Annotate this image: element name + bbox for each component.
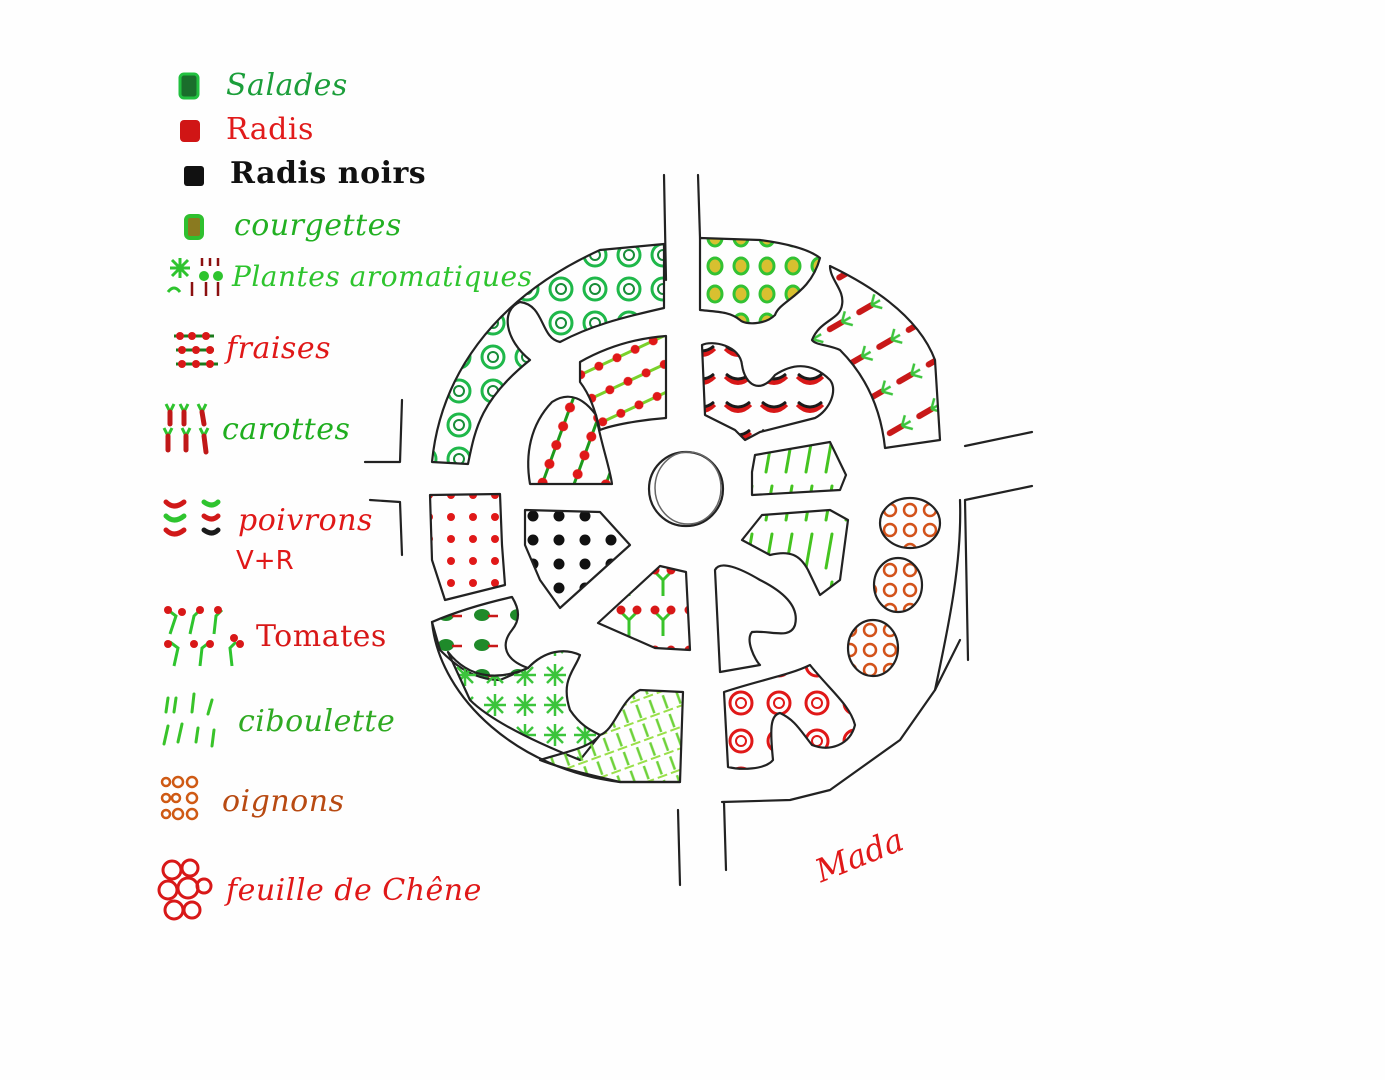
carrot-icon [162, 403, 210, 455]
legend-item-plantes-aromatiques: Plantes aromatiques [162, 252, 532, 302]
legend-sublabel-poivrons: V+R [236, 546, 294, 576]
legend-item-poivrons: poivrons [160, 496, 373, 546]
bed-fraises-inner-2 [527, 395, 614, 486]
bed-ciboulette-2 [740, 508, 850, 597]
salades-swatch-icon [178, 72, 200, 100]
bed-sw-outline [430, 620, 682, 784]
tomato-plant-icon [164, 606, 244, 667]
onion-icon [160, 775, 199, 821]
legend-label: courgettes [234, 208, 402, 243]
legend-item-tomates: Tomates [160, 604, 387, 670]
alley-west [363, 398, 404, 557]
bed-empty-se [713, 564, 797, 674]
legend: Salades Radis Radis noirs courgettes Pla… [0, 0, 532, 1080]
bed-courgettes [698, 236, 822, 325]
radis-noirs-swatch-icon [184, 166, 204, 186]
legend-item-radis-noirs: Radis noirs [176, 156, 426, 192]
herb-plant-icon [166, 258, 223, 296]
pepper-icon [163, 499, 221, 537]
central-fountain [647, 450, 725, 528]
bed-fraises-inner [578, 334, 668, 432]
bed-oignons-1 [878, 496, 942, 550]
legend-label: fraises [226, 331, 331, 366]
outer-ring-arc-se [933, 498, 962, 692]
radis-swatch-icon [180, 120, 200, 142]
bed-poivrons [700, 342, 835, 442]
legend-item-feuille-de-chene: feuille de Chêne [154, 856, 482, 926]
bed-radis [428, 492, 507, 602]
strawberry-row-icon [174, 332, 218, 368]
legend-label: feuille de Chêne [226, 873, 482, 908]
chive-icon [162, 692, 216, 748]
legend-label: Plantes aromatiques [232, 260, 533, 293]
legend-label: Radis noirs [230, 156, 427, 191]
bed-ciboulette-1 [750, 440, 848, 497]
legend-item-ciboulette: ciboulette [160, 690, 395, 754]
bed-oignons-3 [846, 618, 900, 678]
legend-label: carottes [222, 412, 351, 447]
bed-tomato-plants [430, 595, 530, 682]
bed-radis-noirs [523, 508, 632, 610]
legend-item-fraises: fraises [170, 326, 331, 372]
legend-item-radis: Radis [176, 112, 314, 148]
legend-label: Radis [226, 112, 314, 147]
alley-north [662, 173, 702, 282]
legend-label: poivrons [238, 503, 373, 538]
legend-item-oignons: oignons [158, 774, 344, 830]
bed-aromatiques [446, 650, 602, 762]
bed-salades-outer [430, 242, 666, 466]
alley-east [963, 430, 1034, 662]
alley-south [676, 638, 962, 887]
bed-carottes [810, 264, 942, 450]
legend-item-salades: Salades [176, 68, 348, 104]
bed-oignons-2 [872, 556, 924, 614]
courgettes-swatch-icon [184, 214, 204, 240]
legend-item-carottes: carottes [160, 400, 350, 460]
legend-label: Salades [226, 68, 348, 103]
oak-leaf-lettuce-icon [157, 858, 213, 921]
legend-label: oignons [222, 784, 345, 819]
legend-label: Tomates [256, 619, 387, 654]
legend-label: ciboulette [238, 704, 396, 739]
bed-tomates-inner [596, 564, 692, 652]
bed-feuille-de-chene [722, 663, 857, 770]
bed-ciboulette-outer [538, 688, 685, 784]
legend-item-courgettes: courgettes [176, 206, 402, 246]
